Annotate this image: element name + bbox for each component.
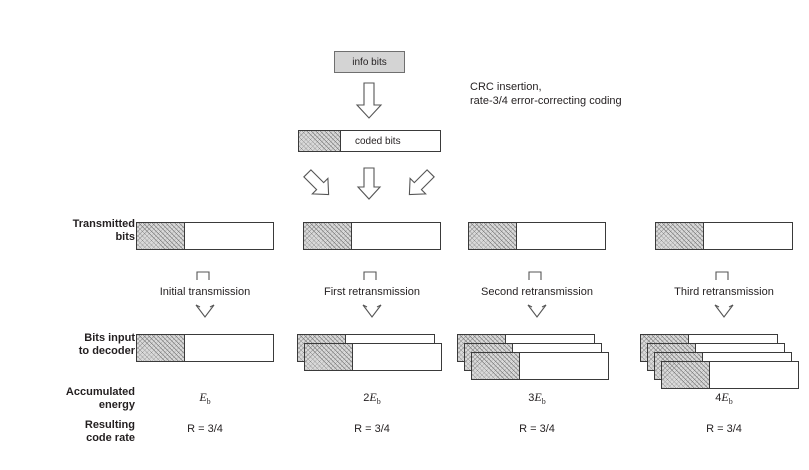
crc-annotation-line2: rate-3/4 error-correcting coding bbox=[470, 95, 622, 107]
stage-label-third-retransmission: Third retransmission bbox=[656, 286, 792, 298]
code-rate-value: R = 3/4 bbox=[304, 423, 440, 435]
accumulated-energy-subscript: b bbox=[206, 397, 211, 407]
transmitted-bits-block bbox=[303, 222, 441, 250]
stage-label-text: First retransmission bbox=[324, 286, 420, 298]
coded-bits-label: coded bits bbox=[355, 135, 401, 147]
crc-annotation: CRC insertion, rate-3/4 error-correcting… bbox=[470, 80, 622, 108]
info-bits-label: info bits bbox=[352, 56, 387, 68]
arrow-head-down-icon bbox=[362, 304, 382, 319]
block-arrow-down-center-icon bbox=[356, 167, 382, 200]
decoder-input-systematic-part bbox=[662, 362, 710, 388]
accumulated-energy-value: Eb bbox=[137, 390, 273, 406]
decoder-input-stack bbox=[297, 334, 462, 384]
code-rate-text: R = 3/4 bbox=[706, 423, 742, 435]
decoder-input-systematic-part bbox=[472, 353, 520, 379]
transmitted-bits-parity-part bbox=[352, 223, 440, 249]
code-rate-text: R = 3/4 bbox=[519, 423, 555, 435]
stage-label-first-retransmission: First retransmission bbox=[304, 286, 440, 298]
decoder-input-stack bbox=[640, 334, 809, 396]
accumulated-energy-prefix: 3 bbox=[528, 392, 535, 404]
decoder-input-block bbox=[471, 352, 609, 380]
block-arrow-down-icon bbox=[355, 82, 383, 119]
accumulated-energy-value: 3Eb bbox=[469, 390, 605, 406]
decoder-input-block bbox=[661, 361, 799, 389]
decoder-input-parity-part bbox=[520, 353, 608, 379]
decoder-input-parity-part bbox=[710, 362, 798, 388]
decoder-input-block bbox=[136, 334, 274, 362]
code-rate-value: R = 3/4 bbox=[137, 423, 273, 435]
row-label-code-rate-line1: Resulting bbox=[84, 419, 135, 431]
accumulated-energy-subscript: b bbox=[728, 397, 733, 407]
info-bits-box: info bits bbox=[334, 51, 405, 73]
row-label-transmitted-bits-line2: bits bbox=[115, 231, 135, 243]
coded-bits-crc-segment bbox=[299, 131, 341, 151]
row-label-bits-input-line1: Bits input bbox=[84, 332, 135, 344]
crc-annotation-line1: CRC insertion, bbox=[470, 81, 542, 93]
transmitted-bits-block bbox=[136, 222, 274, 250]
row-label-accumulated-energy: Accumulated energy bbox=[10, 386, 135, 412]
stage-label-initial-transmission: Initial transmission bbox=[137, 286, 273, 298]
stage-label-text: Second retransmission bbox=[481, 286, 593, 298]
accumulated-energy-subscript: b bbox=[376, 397, 381, 407]
transmitted-bits-block bbox=[655, 222, 793, 250]
transmitted-bits-parity-part bbox=[185, 223, 273, 249]
accumulated-energy-prefix: 4 bbox=[715, 392, 722, 404]
transmitted-bits-systematic-part bbox=[304, 223, 352, 249]
row-label-bits-input-to-decoder: Bits input to decoder bbox=[10, 332, 135, 358]
accumulated-energy-prefix: 2 bbox=[363, 392, 370, 404]
code-rate-value: R = 3/4 bbox=[656, 423, 792, 435]
transmitted-bits-systematic-part bbox=[137, 223, 185, 249]
transmitted-bits-parity-part bbox=[704, 223, 792, 249]
row-label-code-rate-line2: code rate bbox=[86, 432, 135, 444]
decoder-input-parity-part bbox=[185, 335, 273, 361]
accumulated-energy-symbol: E bbox=[721, 390, 729, 404]
arrow-head-down-icon bbox=[527, 304, 547, 319]
stage-label-text: Third retransmission bbox=[674, 286, 774, 298]
accumulated-energy-value: 4Eb bbox=[656, 390, 792, 406]
row-label-transmitted-bits: Transmitted bits bbox=[10, 218, 135, 244]
accumulated-energy-value: 2Eb bbox=[304, 390, 440, 406]
arrow-shaft-icon bbox=[363, 271, 381, 281]
code-rate-text: R = 3/4 bbox=[354, 423, 390, 435]
accumulated-energy-subscript: b bbox=[541, 397, 546, 407]
decoder-input-systematic-part bbox=[305, 344, 353, 370]
transmitted-bits-systematic-part bbox=[469, 223, 517, 249]
stage-label-second-retransmission: Second retransmission bbox=[469, 286, 605, 298]
stage-label-text: Initial transmission bbox=[159, 286, 251, 298]
decoder-input-systematic-part bbox=[137, 335, 185, 361]
row-label-transmitted-bits-line1: Transmitted bbox=[72, 218, 135, 230]
arrow-head-down-icon bbox=[714, 304, 734, 319]
arrow-shaft-icon bbox=[715, 271, 733, 281]
row-label-bits-input-line2: to decoder bbox=[78, 345, 135, 357]
row-label-resulting-code-rate: Resulting code rate bbox=[10, 419, 135, 445]
decoder-input-stack bbox=[136, 334, 296, 380]
decoder-input-block bbox=[304, 343, 442, 371]
transmitted-bits-block bbox=[468, 222, 606, 250]
arrow-shaft-icon bbox=[196, 271, 214, 281]
block-arrow-down-right-icon bbox=[404, 168, 436, 200]
code-rate-value: R = 3/4 bbox=[469, 423, 605, 435]
arrow-shaft-icon bbox=[528, 271, 546, 281]
coded-bits-box: coded bits bbox=[298, 130, 441, 152]
decoder-input-parity-part bbox=[353, 344, 441, 370]
accumulated-energy-symbol: E bbox=[534, 390, 542, 404]
accumulated-energy-symbol: E bbox=[369, 390, 377, 404]
arrow-head-down-icon bbox=[195, 304, 215, 319]
block-arrow-down-left-icon bbox=[302, 168, 334, 200]
transmitted-bits-parity-part bbox=[517, 223, 605, 249]
row-label-accumulated-energy-line1: Accumulated bbox=[65, 386, 135, 398]
code-rate-text: R = 3/4 bbox=[187, 423, 223, 435]
row-label-accumulated-energy-line2: energy bbox=[98, 399, 135, 411]
decoder-input-stack bbox=[457, 334, 629, 389]
transmitted-bits-systematic-part bbox=[656, 223, 704, 249]
accumulated-energy-symbol: E bbox=[199, 390, 207, 404]
